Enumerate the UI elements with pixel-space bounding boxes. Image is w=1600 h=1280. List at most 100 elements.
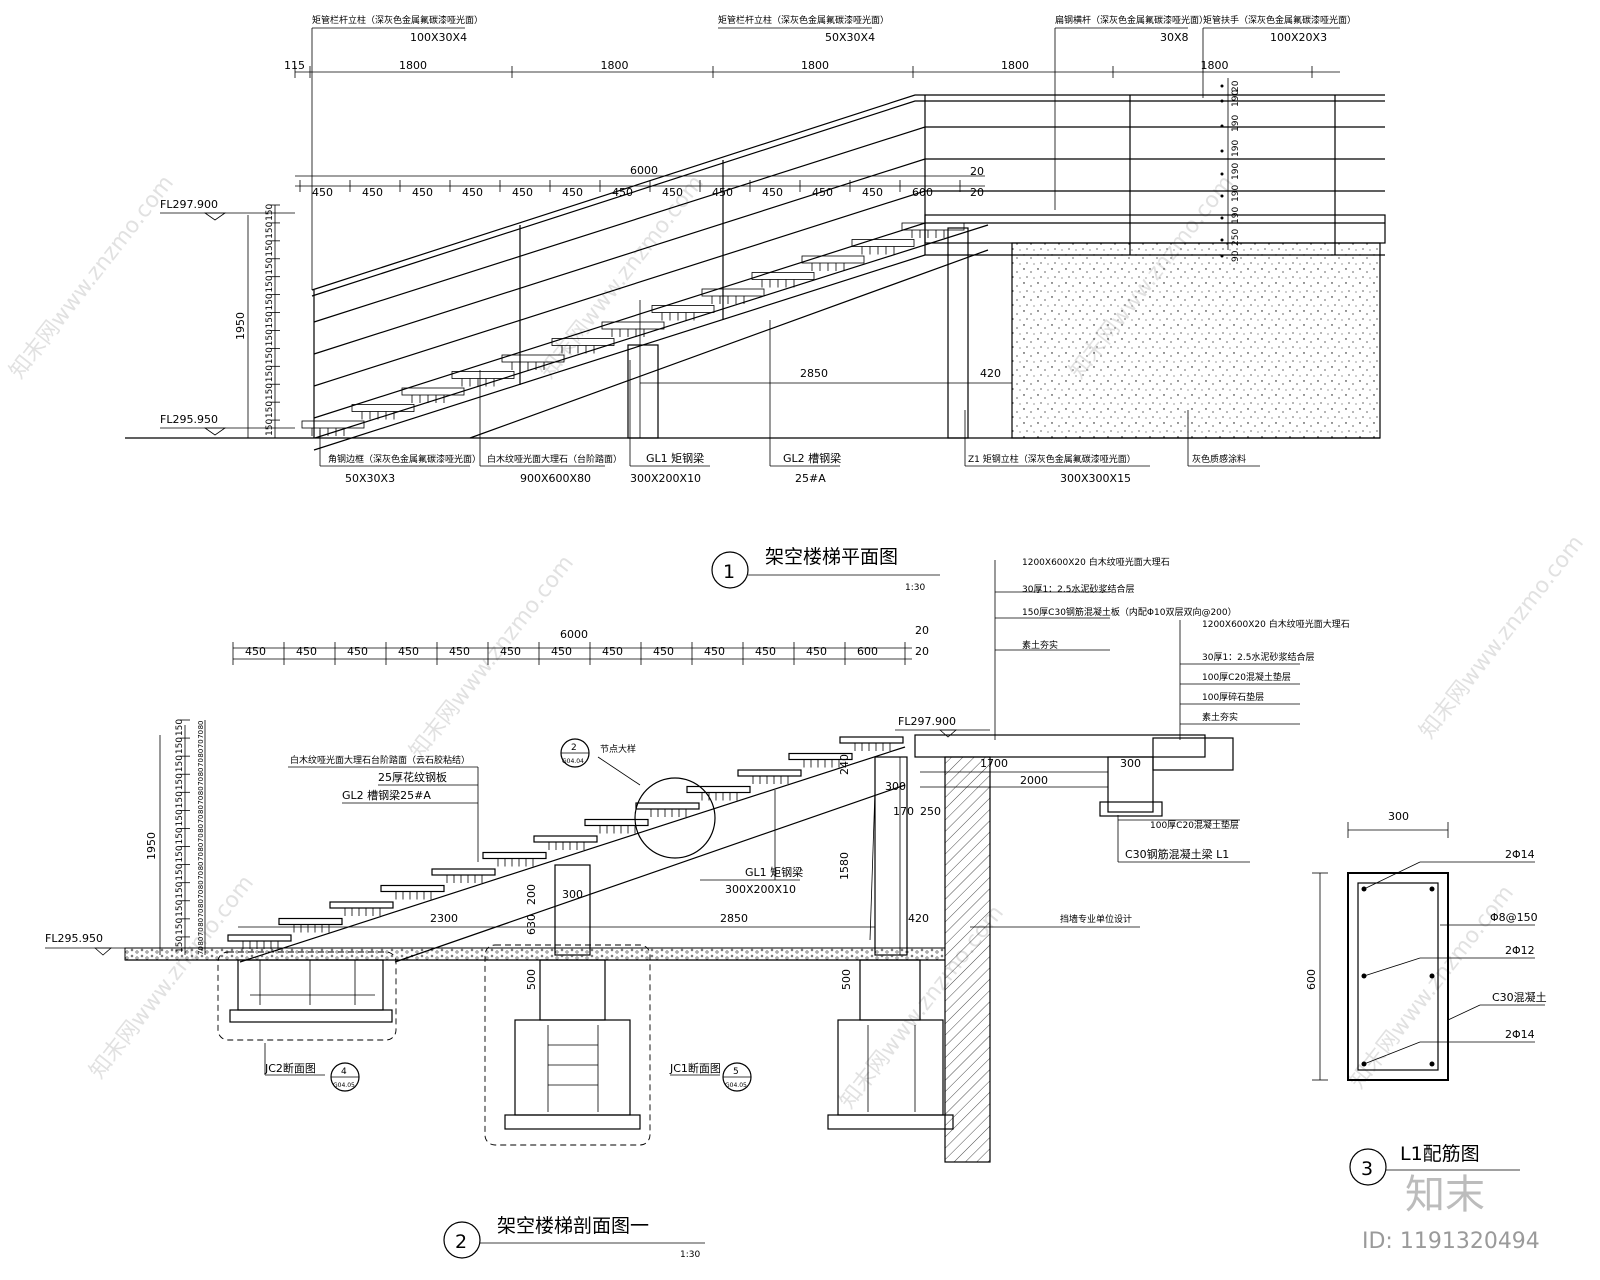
svg-text:JC2断面图: JC2断面图: [264, 1061, 316, 1075]
svg-text:170: 170: [893, 805, 914, 818]
dim-label: 150: [265, 329, 275, 346]
svg-text:1200X600X20 白木纹哑光面大理石: 1200X600X20 白木纹哑光面大理石: [1202, 618, 1350, 630]
svg-text:2: 2: [571, 743, 577, 753]
svg-text:25厚花纹钢板: 25厚花纹钢板: [378, 770, 447, 784]
dim-label: 70: [197, 730, 205, 739]
dim-label: 600: [912, 186, 933, 199]
svg-text:1: 1: [723, 561, 735, 583]
dim-label: 190: [1231, 90, 1241, 107]
svg-text:架空楼梯剖面图一: 架空楼梯剖面图一: [497, 1215, 649, 1237]
dim-label: 450: [347, 645, 368, 658]
dim-label: 80: [197, 918, 205, 927]
svg-text:300: 300: [1120, 757, 1141, 770]
layer-notes-a: 1200X600X20 白木纹哑光面大理石 30厚1：2.5水泥砂浆结合层 15…: [994, 556, 1237, 740]
dim-label: 150: [175, 827, 185, 844]
svg-text:扁钢横杆（深灰色金属氟碳漆哑光面）: 扁钢横杆（深灰色金属氟碳漆哑光面）: [1055, 14, 1208, 26]
dim-label: 80: [197, 824, 205, 833]
dim-label: 450: [245, 645, 266, 658]
svg-text:2Φ12: 2Φ12: [1505, 944, 1535, 957]
dim-label: 450: [500, 645, 521, 658]
svg-text:2000: 2000: [1020, 774, 1048, 787]
sec-level-lower: FL295.950: [45, 932, 130, 956]
dim-label: 150: [265, 203, 275, 220]
svg-text:1:30: 1:30: [905, 583, 925, 593]
watermark-text: 知末网www.znzmo.com: [85, 871, 259, 1084]
svg-text:Φ8@150: Φ8@150: [1490, 911, 1538, 924]
dim-label: 150: [265, 257, 275, 274]
svg-text:30厚1：2.5水泥砂浆结合层: 30厚1：2.5水泥砂浆结合层: [1022, 583, 1135, 595]
svg-text:L1配筋图: L1配筋图: [1400, 1143, 1480, 1165]
dim-label: 90: [1231, 250, 1241, 262]
svg-text:灰色质感涂料: 灰色质感涂料: [1192, 453, 1246, 465]
dim-label: 80: [197, 899, 205, 908]
svg-text:2300: 2300: [430, 912, 458, 925]
svg-text:20: 20: [970, 186, 984, 199]
dim-label: 600: [857, 645, 878, 658]
svg-text:矩管扶手（深灰色金属氟碳漆哑光面）: 矩管扶手（深灰色金属氟碳漆哑光面）: [1203, 14, 1356, 26]
dim-label: 80: [197, 749, 205, 758]
dim-label: 70: [197, 796, 205, 805]
svg-text:420: 420: [908, 912, 929, 925]
svg-text:2Φ14: 2Φ14: [1505, 1028, 1535, 1041]
dim-label: 450: [412, 186, 433, 199]
svg-text:200: 200: [525, 884, 538, 905]
sec-level-upper: FL297.900: [895, 715, 990, 738]
watermark-text: 知末网www.znzmo.com: [5, 171, 179, 384]
dim-label: 150: [175, 737, 185, 754]
dim-label: 150: [265, 383, 275, 400]
dim-label: 150: [175, 881, 185, 898]
dim-label: 190: [1231, 185, 1241, 202]
svg-text:C30混凝土: C30混凝土: [1492, 990, 1547, 1004]
dim-label: 150: [175, 773, 185, 790]
svg-text:600: 600: [1305, 969, 1318, 990]
svg-text:300: 300: [562, 888, 583, 901]
dim-label: 150: [175, 845, 185, 862]
svg-text:架空楼梯平面图: 架空楼梯平面图: [765, 546, 898, 568]
level-marker-upper: FL297.900: [160, 198, 295, 221]
dim-label: 450: [662, 186, 683, 199]
plan-top-labels: 矩管栏杆立柱（深灰色金属氟碳漆哑光面） 100X30X4 矩管栏杆立柱（深灰色金…: [311, 14, 1356, 290]
dim-label: 1800: [801, 59, 829, 72]
dim-label: 70: [197, 871, 205, 880]
svg-text:4: 4: [341, 1067, 347, 1077]
section-title-block: 2 架空楼梯剖面图一 1:30: [443, 1215, 705, 1260]
dim-label: 450: [762, 186, 783, 199]
svg-text:GL1 矩钢梁: GL1 矩钢梁: [745, 865, 803, 879]
dim-label: 150: [265, 419, 275, 436]
svg-text:1950: 1950: [234, 312, 247, 340]
footing-jc1: [484, 944, 651, 1146]
dim-label: 70: [197, 814, 205, 823]
svg-text:250: 250: [920, 805, 941, 818]
dim-label: 190: [1231, 115, 1241, 132]
dim-label: 150: [265, 401, 275, 418]
brand-watermark: 知末: [1405, 1172, 1485, 1218]
dim-label: 70: [197, 777, 205, 786]
level-marker-lower: FL295.950: [160, 413, 295, 436]
svg-text:角钢边框（深灰色金属氟碳漆哑光面）: 角钢边框（深灰色金属氟碳漆哑光面）: [328, 453, 481, 465]
dim-label: 450: [551, 645, 572, 658]
dim-label: 150: [265, 311, 275, 328]
svg-text:G04.04: G04.04: [562, 758, 584, 765]
dim-label: 150: [175, 899, 185, 916]
dim-label: 150: [175, 719, 185, 736]
watermark-text: 知末网www.znzmo.com: [1415, 531, 1589, 744]
svg-text:900X600X80: 900X600X80: [520, 472, 591, 485]
svg-text:2: 2: [455, 1231, 467, 1253]
dim-label: 70: [197, 890, 205, 899]
dim-label: 150: [265, 221, 275, 238]
jc2-ref: JC2断面图 4 G04.05: [264, 1043, 360, 1092]
svg-text:20: 20: [915, 624, 929, 637]
dim-label: 450: [312, 186, 333, 199]
svg-text:矩管栏杆立柱（深灰色金属氟碳漆哑光面）: 矩管栏杆立柱（深灰色金属氟碳漆哑光面）: [312, 14, 483, 26]
dim-label: 80: [197, 805, 205, 814]
svg-text:C30钢筋混凝土梁 L1: C30钢筋混凝土梁 L1: [1125, 847, 1229, 861]
dim-label: 250: [1231, 229, 1241, 246]
dim-label: 80: [197, 767, 205, 776]
rebar-drawing: 300 600 2Φ14 Φ8@150 2Φ12 C30混凝土 2Φ14 3 L…: [1305, 810, 1547, 1186]
dim-label: 450: [398, 645, 419, 658]
dim-label: 190: [1231, 140, 1241, 157]
dim-label: 80: [197, 937, 205, 946]
dim-label: 450: [602, 645, 623, 658]
